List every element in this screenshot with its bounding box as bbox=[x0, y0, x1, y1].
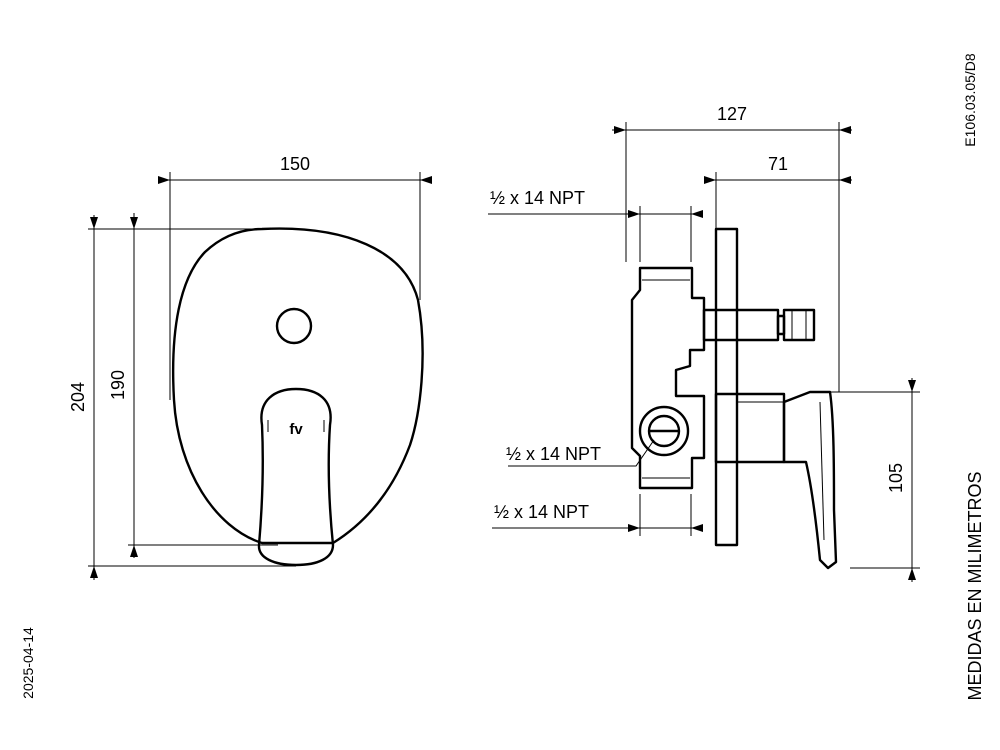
arrow-head bbox=[839, 176, 851, 184]
arrow-head bbox=[628, 524, 640, 532]
brand-logo: fv bbox=[289, 421, 303, 438]
side-view: 127 71 ½ x 14 NPT ½ x 14 NPT ½ x 14 NPT … bbox=[488, 104, 920, 582]
thread-bottom-label: ½ x 14 NPT bbox=[494, 502, 589, 522]
arrow-head bbox=[691, 524, 703, 532]
lever-side-edge bbox=[819, 401, 825, 541]
dim-depth-127: 127 bbox=[717, 104, 747, 124]
diverter-knob bbox=[275, 307, 313, 345]
dim-depth-71: 71 bbox=[768, 154, 788, 174]
drawing-code: E106.03.05/D8 bbox=[962, 53, 978, 147]
thread-top-label: ½ x 14 NPT bbox=[490, 188, 585, 208]
arrow-head bbox=[704, 176, 716, 184]
dim-width-150: 150 bbox=[280, 154, 310, 174]
outlet-port-outer bbox=[638, 405, 690, 457]
arrow-head bbox=[90, 217, 98, 229]
dim-handle-height-105: 105 bbox=[886, 463, 906, 493]
dim-height-204: 204 bbox=[68, 382, 88, 412]
arrow-head bbox=[614, 126, 626, 134]
arrow-head bbox=[130, 545, 138, 557]
arrow-head bbox=[420, 176, 432, 184]
dim-height-190: 190 bbox=[108, 370, 128, 400]
wall-plate bbox=[714, 227, 739, 547]
front-view: fv 150 204 190 bbox=[68, 154, 432, 580]
arrow-head bbox=[839, 126, 851, 134]
arrow-head bbox=[90, 566, 98, 578]
arrow-head bbox=[158, 176, 170, 184]
arrow-head bbox=[908, 568, 916, 580]
lever-side-profile bbox=[782, 390, 838, 570]
arrow-head bbox=[691, 210, 703, 218]
thread-mid-label: ½ x 14 NPT bbox=[506, 444, 601, 464]
arrow-head bbox=[628, 210, 640, 218]
lever-handle bbox=[257, 387, 335, 567]
valve-body bbox=[630, 266, 706, 490]
drawing-date: 2025-04-14 bbox=[20, 627, 36, 699]
arrow-head bbox=[908, 380, 916, 392]
diverter-knob-side bbox=[782, 308, 816, 342]
arrow-head bbox=[130, 217, 138, 229]
thread-mid-leader bbox=[508, 439, 655, 467]
cover-plate-outline bbox=[171, 227, 424, 545]
units-note: MEDIDAS EN MILIMETROS bbox=[965, 471, 985, 700]
cartridge-hub bbox=[714, 392, 786, 464]
